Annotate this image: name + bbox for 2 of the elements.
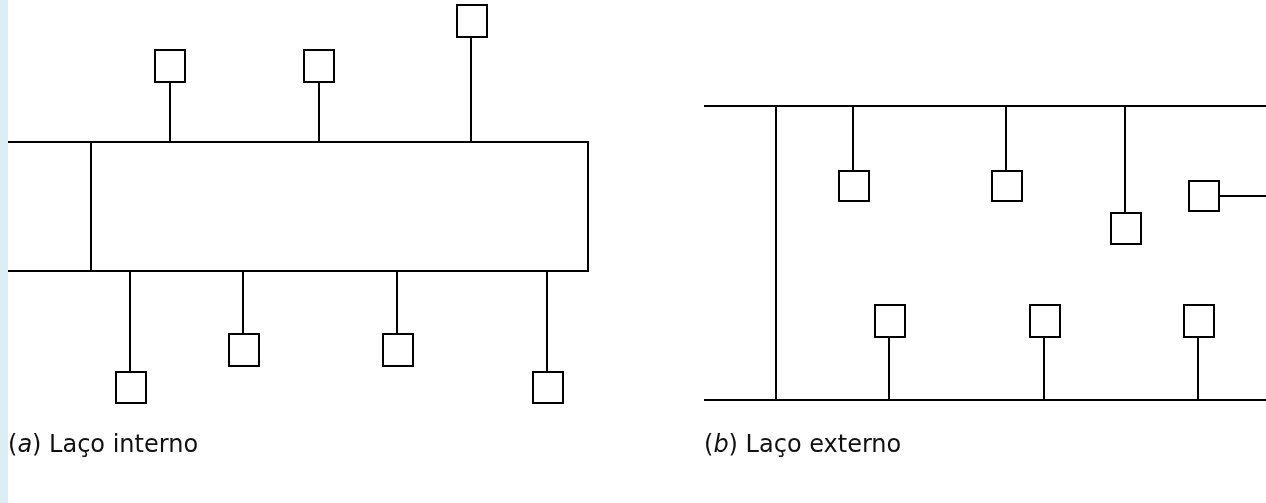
caption-text: (b) Laço externo xyxy=(704,430,902,458)
caption-text: (a) Laço interno xyxy=(8,430,199,458)
